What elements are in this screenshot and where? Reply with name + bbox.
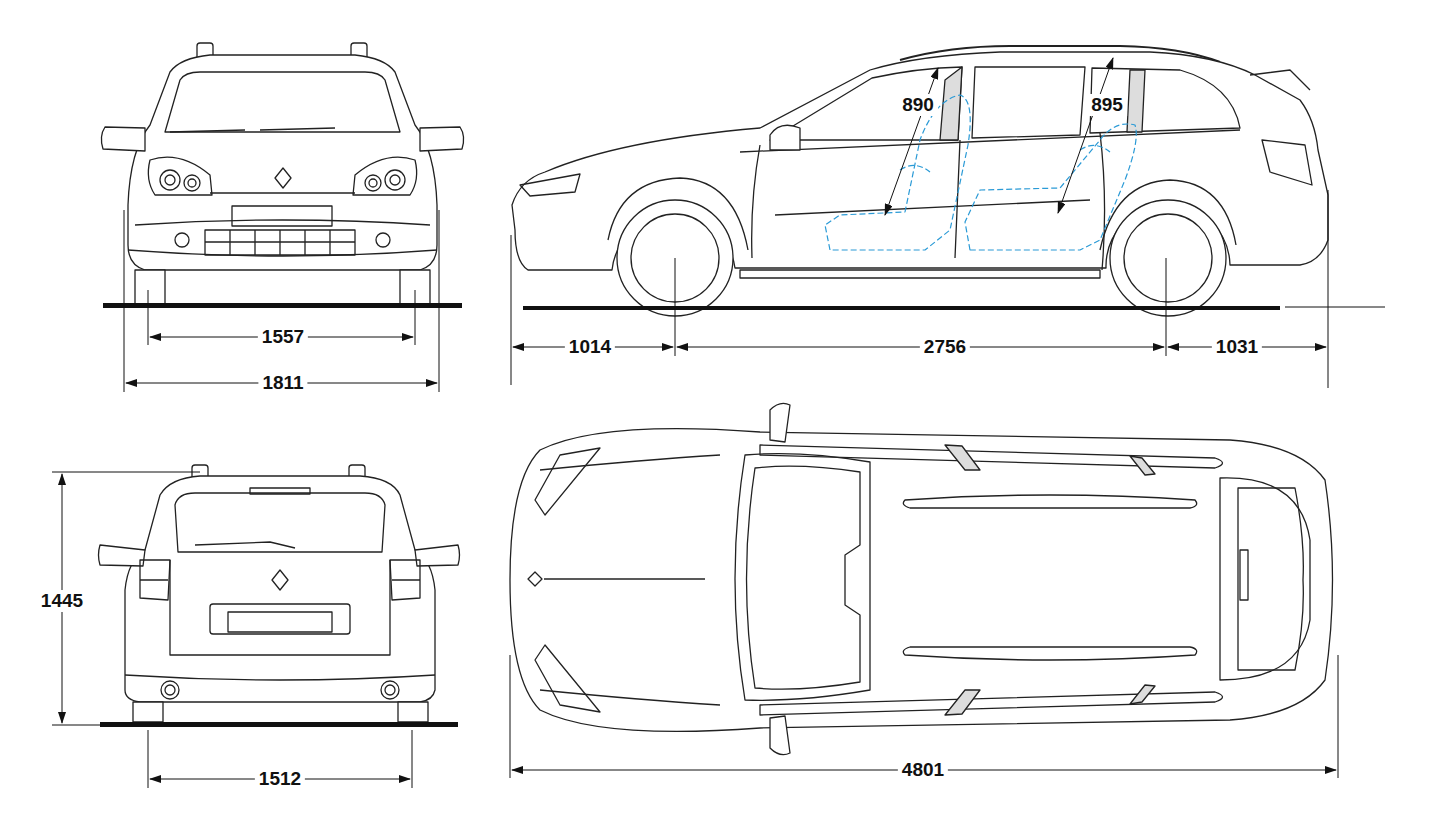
dimension-value: 4801 [898,759,948,781]
top-view [510,403,1333,754]
dimension-value: 1512 [255,768,305,790]
front-view [101,43,463,308]
dimension-value: 2756 [920,336,970,358]
dimension-lines [52,58,1385,788]
dimension-value: 890 [898,94,938,116]
dimension-value: 1445 [37,590,87,612]
rear-view [99,465,460,727]
dimension-value: 895 [1087,94,1127,116]
dimension-value: 1031 [1212,336,1262,358]
dimension-value: 1014 [565,336,615,358]
side-view [512,46,1328,316]
dimension-value: 1557 [258,326,308,348]
dimension-value: 1811 [258,372,307,394]
